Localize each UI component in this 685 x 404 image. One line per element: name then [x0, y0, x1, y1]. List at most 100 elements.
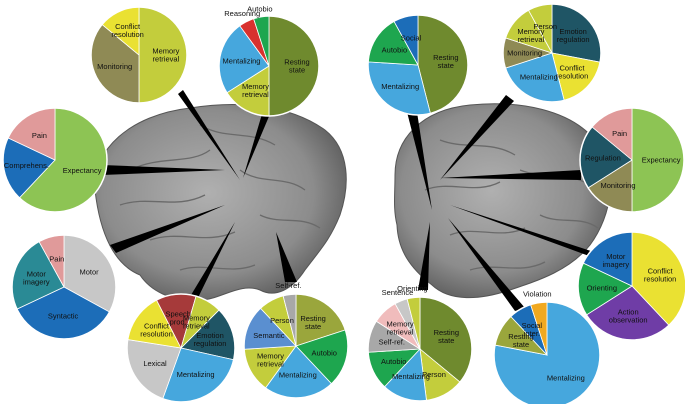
pie-label-sentence: Sentence — [382, 288, 414, 297]
pie-label-self-ref: Self-ref. — [275, 281, 301, 290]
pie-label-pain: Pain — [612, 129, 627, 138]
pie-label-violation: Violation — [523, 289, 552, 298]
pie-outline — [11, 234, 117, 340]
pie-lh-left: Expectancy Comprehens. Pain — [2, 107, 108, 213]
pointer-rh-bottom-left — [418, 222, 430, 290]
pie-outline — [90, 6, 188, 104]
pie-label-comprehens: Comprehens. — [4, 161, 49, 170]
pie-label-mentalizing: Mentalizing — [392, 372, 430, 381]
pie-label-mentalizing: Mentalizing — [223, 56, 261, 65]
pointer-rh-right — [440, 170, 581, 180]
pointer-lh-top-left — [178, 90, 240, 180]
brain-images — [94, 103, 611, 301]
pie-label-autobio: Autobio — [311, 349, 336, 358]
pie-label-person: Person — [533, 22, 557, 31]
pie-outline — [493, 301, 601, 404]
pie-label-semantic: Semantic — [253, 331, 285, 340]
pie-label-self-ref: Self-ref. — [379, 337, 405, 346]
pie-outline — [579, 107, 685, 213]
pie-outline — [367, 296, 473, 402]
pie-label-expectancy: Expectancy — [642, 156, 681, 165]
pie-label-autobio: Autobio — [382, 46, 407, 55]
pie-outline — [2, 107, 108, 213]
pie-label-autobio: Autobio — [381, 357, 406, 366]
pie-label-reasoning: Reasoning — [224, 9, 260, 18]
pie-outline — [577, 231, 685, 341]
pie-label-monitoring: Monitoring — [97, 62, 132, 71]
pointer-lh-bottom-center — [276, 232, 297, 282]
pie-label-regulation: Regulation — [585, 154, 621, 163]
pie-label-pain: Pain — [49, 254, 64, 263]
pie-label-pain: Pain — [32, 131, 47, 140]
pie-label-mentalizing: Mentalizing — [547, 373, 585, 382]
pie-label-person: Person — [422, 370, 446, 379]
pointer-rh-bottom-right — [448, 218, 525, 311]
brain-folds — [119, 124, 599, 271]
pie-outline — [218, 15, 320, 117]
pie-label-monitoring: Monitoring — [507, 49, 542, 58]
pie-label-social: Social — [401, 33, 422, 42]
pie-label-mentalizing: Mentalizing — [279, 371, 317, 380]
pie-label-syntactic: Syntactic — [48, 312, 79, 321]
pie-label-mentalizing: Mentalizing — [381, 82, 419, 91]
pie-label-person: Person — [270, 316, 294, 325]
pie-label-motor: Motor — [80, 268, 100, 277]
pie-label-autobio: Autobio — [247, 5, 272, 14]
pie-label-mentalizing: Mentalizing — [520, 73, 558, 82]
pointer-wedges — [102, 90, 600, 311]
pointer-lh-lower-left — [110, 205, 225, 253]
pie-label-mentalizing: Mentalizing — [177, 370, 215, 379]
pointer-rh-top-right — [440, 95, 514, 180]
pointer-rh-top-left — [407, 112, 432, 210]
pie-label-orienting: Orienting — [587, 283, 617, 292]
pie-label-expectancy: Expectancy — [63, 166, 102, 175]
pointer-lh-top-center — [243, 114, 270, 178]
pie-label-monitoring: Monitoring — [600, 181, 635, 190]
pie-label-orienting: Orienting — [397, 284, 427, 293]
pie-outline — [243, 293, 349, 399]
pie-outline — [126, 293, 236, 403]
pointer-rh-lower-right — [450, 205, 600, 260]
right-hemisphere-brain — [394, 103, 611, 299]
pie-outline — [367, 14, 469, 116]
pie-label-lexical: Lexical — [143, 359, 167, 368]
pointer-lh-left — [102, 165, 225, 175]
pointer-lh-bottom-left — [185, 222, 235, 308]
